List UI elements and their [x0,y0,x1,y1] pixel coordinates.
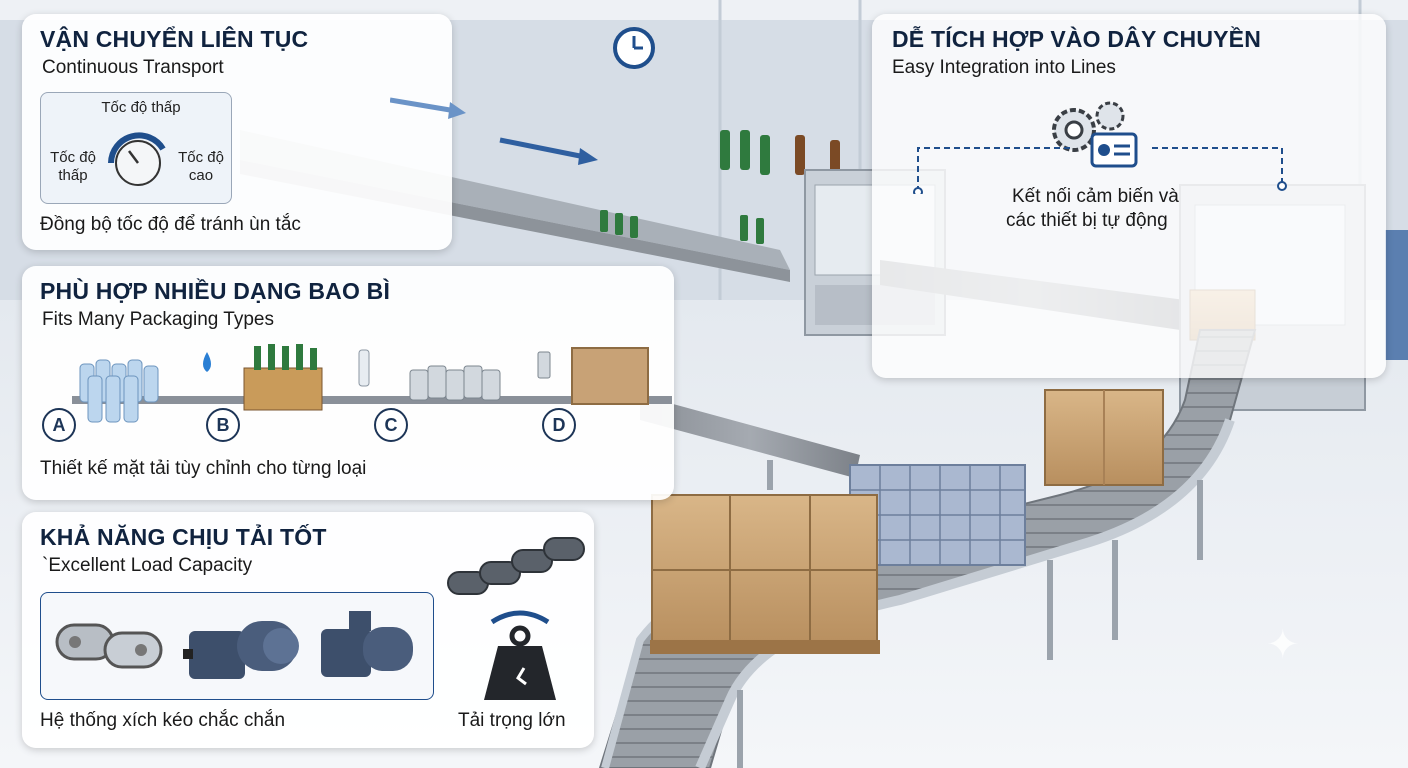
panel-subtitle: Easy Integration into Lines [892,57,1116,78]
panel-subtitle: Continuous Transport [42,57,224,78]
packaging-label-c: C [374,408,408,442]
speed-dial-icon [108,132,166,186]
panel-caption: Thiết kế mặt tải tùy chỉnh cho từng loại [40,458,367,479]
panel-caption-left: Hệ thống xích kéo chắc chắn [40,710,286,731]
chain-link-icon [55,623,163,669]
packaging-line-illustration [72,344,672,423]
packaging-types-panel: PHÙ HỢP NHIỀU DẠNG BAO BÌ Fits Many Pack… [22,266,674,500]
panel-caption: Đồng bộ tốc độ để tránh ùn tắc [40,214,301,235]
panel-title: KHẢ NĂNG CHỊU TẢI TỐT [40,524,327,550]
weight-icon [484,610,556,700]
panel-title: PHÙ HỢP NHIỀU DẠNG BAO BÌ [40,278,391,304]
easy-integration-panel: DỄ TÍCH HỢP VÀO DÂY CHUYỀN Easy Integrat… [872,14,1386,378]
panel-subtitle: `Excellent Load Capacity [42,555,253,576]
chain-drive-box [40,592,434,700]
panel-title: DỄ TÍCH HỢP VÀO DÂY CHUYỀN [892,26,1262,52]
panel-caption-line2: các thiết bị tự động [1006,210,1168,231]
flow-arrows [390,97,598,165]
packaging-label-b: B [206,408,240,442]
chain-icon [447,537,585,595]
gear-motor-icon [183,621,299,679]
panel-title: VẬN CHUYỂN LIÊN TỤC [40,26,309,52]
load-capacity-panel: KHẢ NĂNG CHỊU TẢI TỐT `Excellent Load Ca… [22,512,594,748]
clock-icon [612,24,613,25]
packaging-label-a: A [42,408,76,442]
panel-caption-line1: Kết nối cảm biến và [1012,186,1179,207]
connection-lines [913,147,1287,194]
clock-icon [613,27,655,69]
panel-subtitle: Fits Many Packaging Types [42,309,274,330]
packaging-label-d: D [542,408,576,442]
gear-motor-icon [321,611,413,677]
sparkle-icon: ✦ [1266,623,1300,667]
panel-caption-right: Tải trọng lớn [458,710,566,731]
continuous-transport-panel: VẬN CHUYỂN LIÊN TỤC Continuous Transport… [22,14,452,250]
dial-label-top: Tốc độ thấp [101,99,181,116]
gears-icon [1052,101,1138,168]
